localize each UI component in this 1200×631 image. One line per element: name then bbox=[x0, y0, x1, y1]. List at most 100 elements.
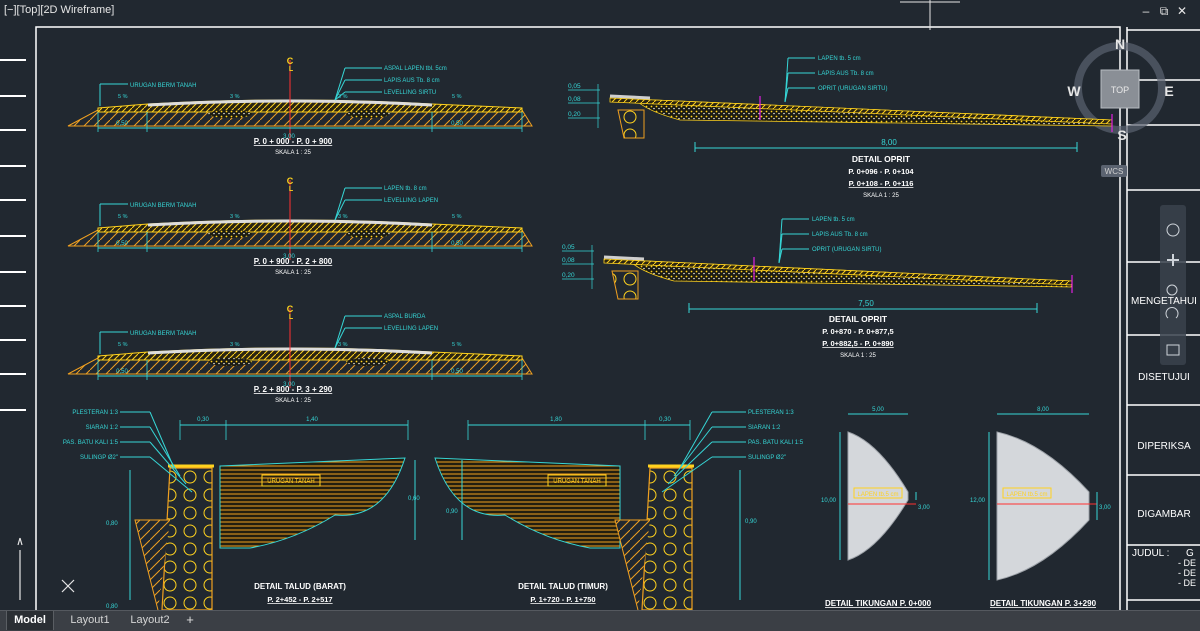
leader bbox=[679, 411, 713, 469]
slope-label: 5 % bbox=[452, 214, 462, 220]
leader bbox=[149, 411, 175, 469]
existing-slab bbox=[603, 255, 645, 261]
wcs-menu[interactable]: WCS bbox=[1105, 167, 1124, 176]
dimension-text: 10,00 bbox=[821, 498, 837, 504]
leader bbox=[334, 187, 346, 221]
compass-east[interactable]: E bbox=[1164, 83, 1173, 99]
slope-label: 3 % bbox=[230, 214, 240, 220]
centerline-symbol: L bbox=[289, 314, 294, 321]
centerline-symbol: L bbox=[289, 66, 294, 73]
leader bbox=[149, 441, 187, 485]
navigation-bar[interactable] bbox=[1160, 205, 1186, 365]
slope-label: 5 % bbox=[118, 94, 128, 100]
title-block-judul-item: G bbox=[1186, 548, 1194, 559]
layer-label: LAPEN tb. 5 cm bbox=[818, 56, 861, 62]
viewcube-face-label[interactable]: TOP bbox=[1111, 85, 1129, 95]
dimension-text: 0,08 bbox=[562, 257, 575, 264]
abutment bbox=[611, 270, 639, 300]
showmotion-icon[interactable] bbox=[1166, 344, 1180, 356]
section-scale: SKALA 1 : 25 bbox=[275, 150, 311, 156]
dimension-text: 0,50 bbox=[116, 121, 128, 127]
slope-label: 5 % bbox=[118, 342, 128, 348]
leader bbox=[784, 72, 789, 103]
slope-label: 5 % bbox=[118, 214, 128, 220]
orbit-icon[interactable] bbox=[1165, 307, 1179, 319]
section-title: P. 2 + 800 - P. 3 + 290 bbox=[254, 385, 333, 394]
oprit-title: DETAIL OPRIT bbox=[852, 154, 911, 164]
urugan-tanah-fill bbox=[434, 457, 621, 549]
viewcube[interactable]: TOP N S E W WCS bbox=[1067, 36, 1174, 177]
oprit-range: P. 0+096 - P. 0+104 bbox=[848, 167, 914, 176]
layer-label: OPRIT (URUGAN SIRTU) bbox=[818, 86, 887, 92]
leader bbox=[334, 199, 346, 221]
label-urugan-berm: URUGAN BERM TANAH bbox=[130, 203, 196, 209]
talud-title: DETAIL TALUD (TIMUR) bbox=[518, 582, 608, 591]
section-title: P. 0 + 900 - P. 2 + 800 bbox=[254, 257, 333, 266]
talud-label: PAS. BATU KALI 1:5 bbox=[748, 440, 804, 446]
title-block-digambar: DIGAMBAR bbox=[1137, 509, 1191, 520]
slope-label: 3 % bbox=[338, 342, 348, 348]
talud-label: PLESTERAN 1:3 bbox=[72, 410, 118, 416]
dimension-text: 8,00 bbox=[881, 138, 897, 147]
label-urugan-berm: URUGAN BERM TANAH bbox=[130, 83, 196, 89]
add-layout-icon[interactable]: + bbox=[186, 612, 194, 627]
tab-layout2[interactable]: Layout2 bbox=[130, 614, 170, 626]
dimension-text: 0,50 bbox=[116, 241, 128, 247]
urugan-tanah-fill bbox=[219, 457, 406, 549]
oprit-range: P. 0+108 - P. 0+116 bbox=[849, 179, 914, 188]
talud-label: SULINGP Ø2" bbox=[748, 455, 786, 461]
pan-icon[interactable] bbox=[1167, 254, 1179, 266]
levelling-pocket bbox=[346, 230, 390, 238]
compass-north[interactable]: N bbox=[1115, 36, 1125, 52]
talud-label: SIARAN 1:2 bbox=[748, 425, 781, 431]
talud-title: DETAIL TALUD (BARAT) bbox=[254, 582, 346, 591]
stone-wall bbox=[641, 467, 693, 610]
restore-icon[interactable]: ⧉ bbox=[1159, 4, 1169, 18]
tab-layout1[interactable]: Layout1 bbox=[70, 614, 110, 626]
oprit-title: DETAIL OPRIT bbox=[829, 314, 888, 324]
leader bbox=[673, 426, 713, 477]
existing-slab bbox=[609, 94, 651, 100]
leader bbox=[778, 233, 783, 264]
viewport-controls-label[interactable]: [−][Top][2D Wireframe] bbox=[4, 4, 115, 16]
tab-model[interactable]: Model bbox=[6, 611, 54, 630]
compass-west[interactable]: W bbox=[1067, 83, 1081, 99]
compass-south[interactable]: S bbox=[1117, 127, 1126, 143]
steering-wheel-icon[interactable] bbox=[1166, 223, 1180, 237]
section-title: P. 0 + 000 - P. 0 + 900 bbox=[254, 137, 333, 146]
dimension-text: 0,80 bbox=[106, 604, 118, 610]
title-block-judul-item: - DE bbox=[1178, 568, 1196, 578]
leader bbox=[149, 456, 193, 493]
dimension-text: 0,90 bbox=[446, 509, 458, 515]
leader bbox=[334, 327, 346, 349]
zoom-icon[interactable] bbox=[1166, 284, 1178, 296]
levelling-pocket bbox=[346, 110, 390, 118]
label-urugan-berm: URUGAN BERM TANAH bbox=[130, 331, 196, 337]
leader bbox=[661, 456, 713, 493]
tikungan-label-box bbox=[853, 487, 903, 499]
leader bbox=[334, 79, 346, 101]
layer-label: LAPIS AUS Tb. 8 cm bbox=[818, 71, 874, 77]
layout-tab-bar: Model Layout1 Layout2 + bbox=[0, 610, 1200, 631]
close-icon[interactable]: ✕ bbox=[1176, 4, 1188, 18]
dimension-text: 7,50 bbox=[858, 299, 874, 308]
leader bbox=[149, 426, 181, 477]
talud-label: PLESTERAN 1:3 bbox=[748, 410, 794, 416]
minimize-icon[interactable]: – bbox=[1142, 4, 1150, 18]
dimension-text: 3,00 bbox=[283, 382, 295, 388]
stone-wall bbox=[161, 467, 213, 610]
slope-label: 3 % bbox=[230, 94, 240, 100]
talud-range: P. 2+452 - P. 2+517 bbox=[267, 595, 332, 604]
fill-label-box bbox=[261, 474, 321, 487]
slope-label: 5 % bbox=[452, 94, 462, 100]
slope-label: 5 % bbox=[452, 342, 462, 348]
dimension-text: 1,40 bbox=[306, 417, 318, 423]
section-scale: SKALA 1 : 25 bbox=[275, 270, 311, 276]
leader bbox=[778, 248, 783, 264]
title-block-judul-item: - DE bbox=[1178, 578, 1196, 588]
